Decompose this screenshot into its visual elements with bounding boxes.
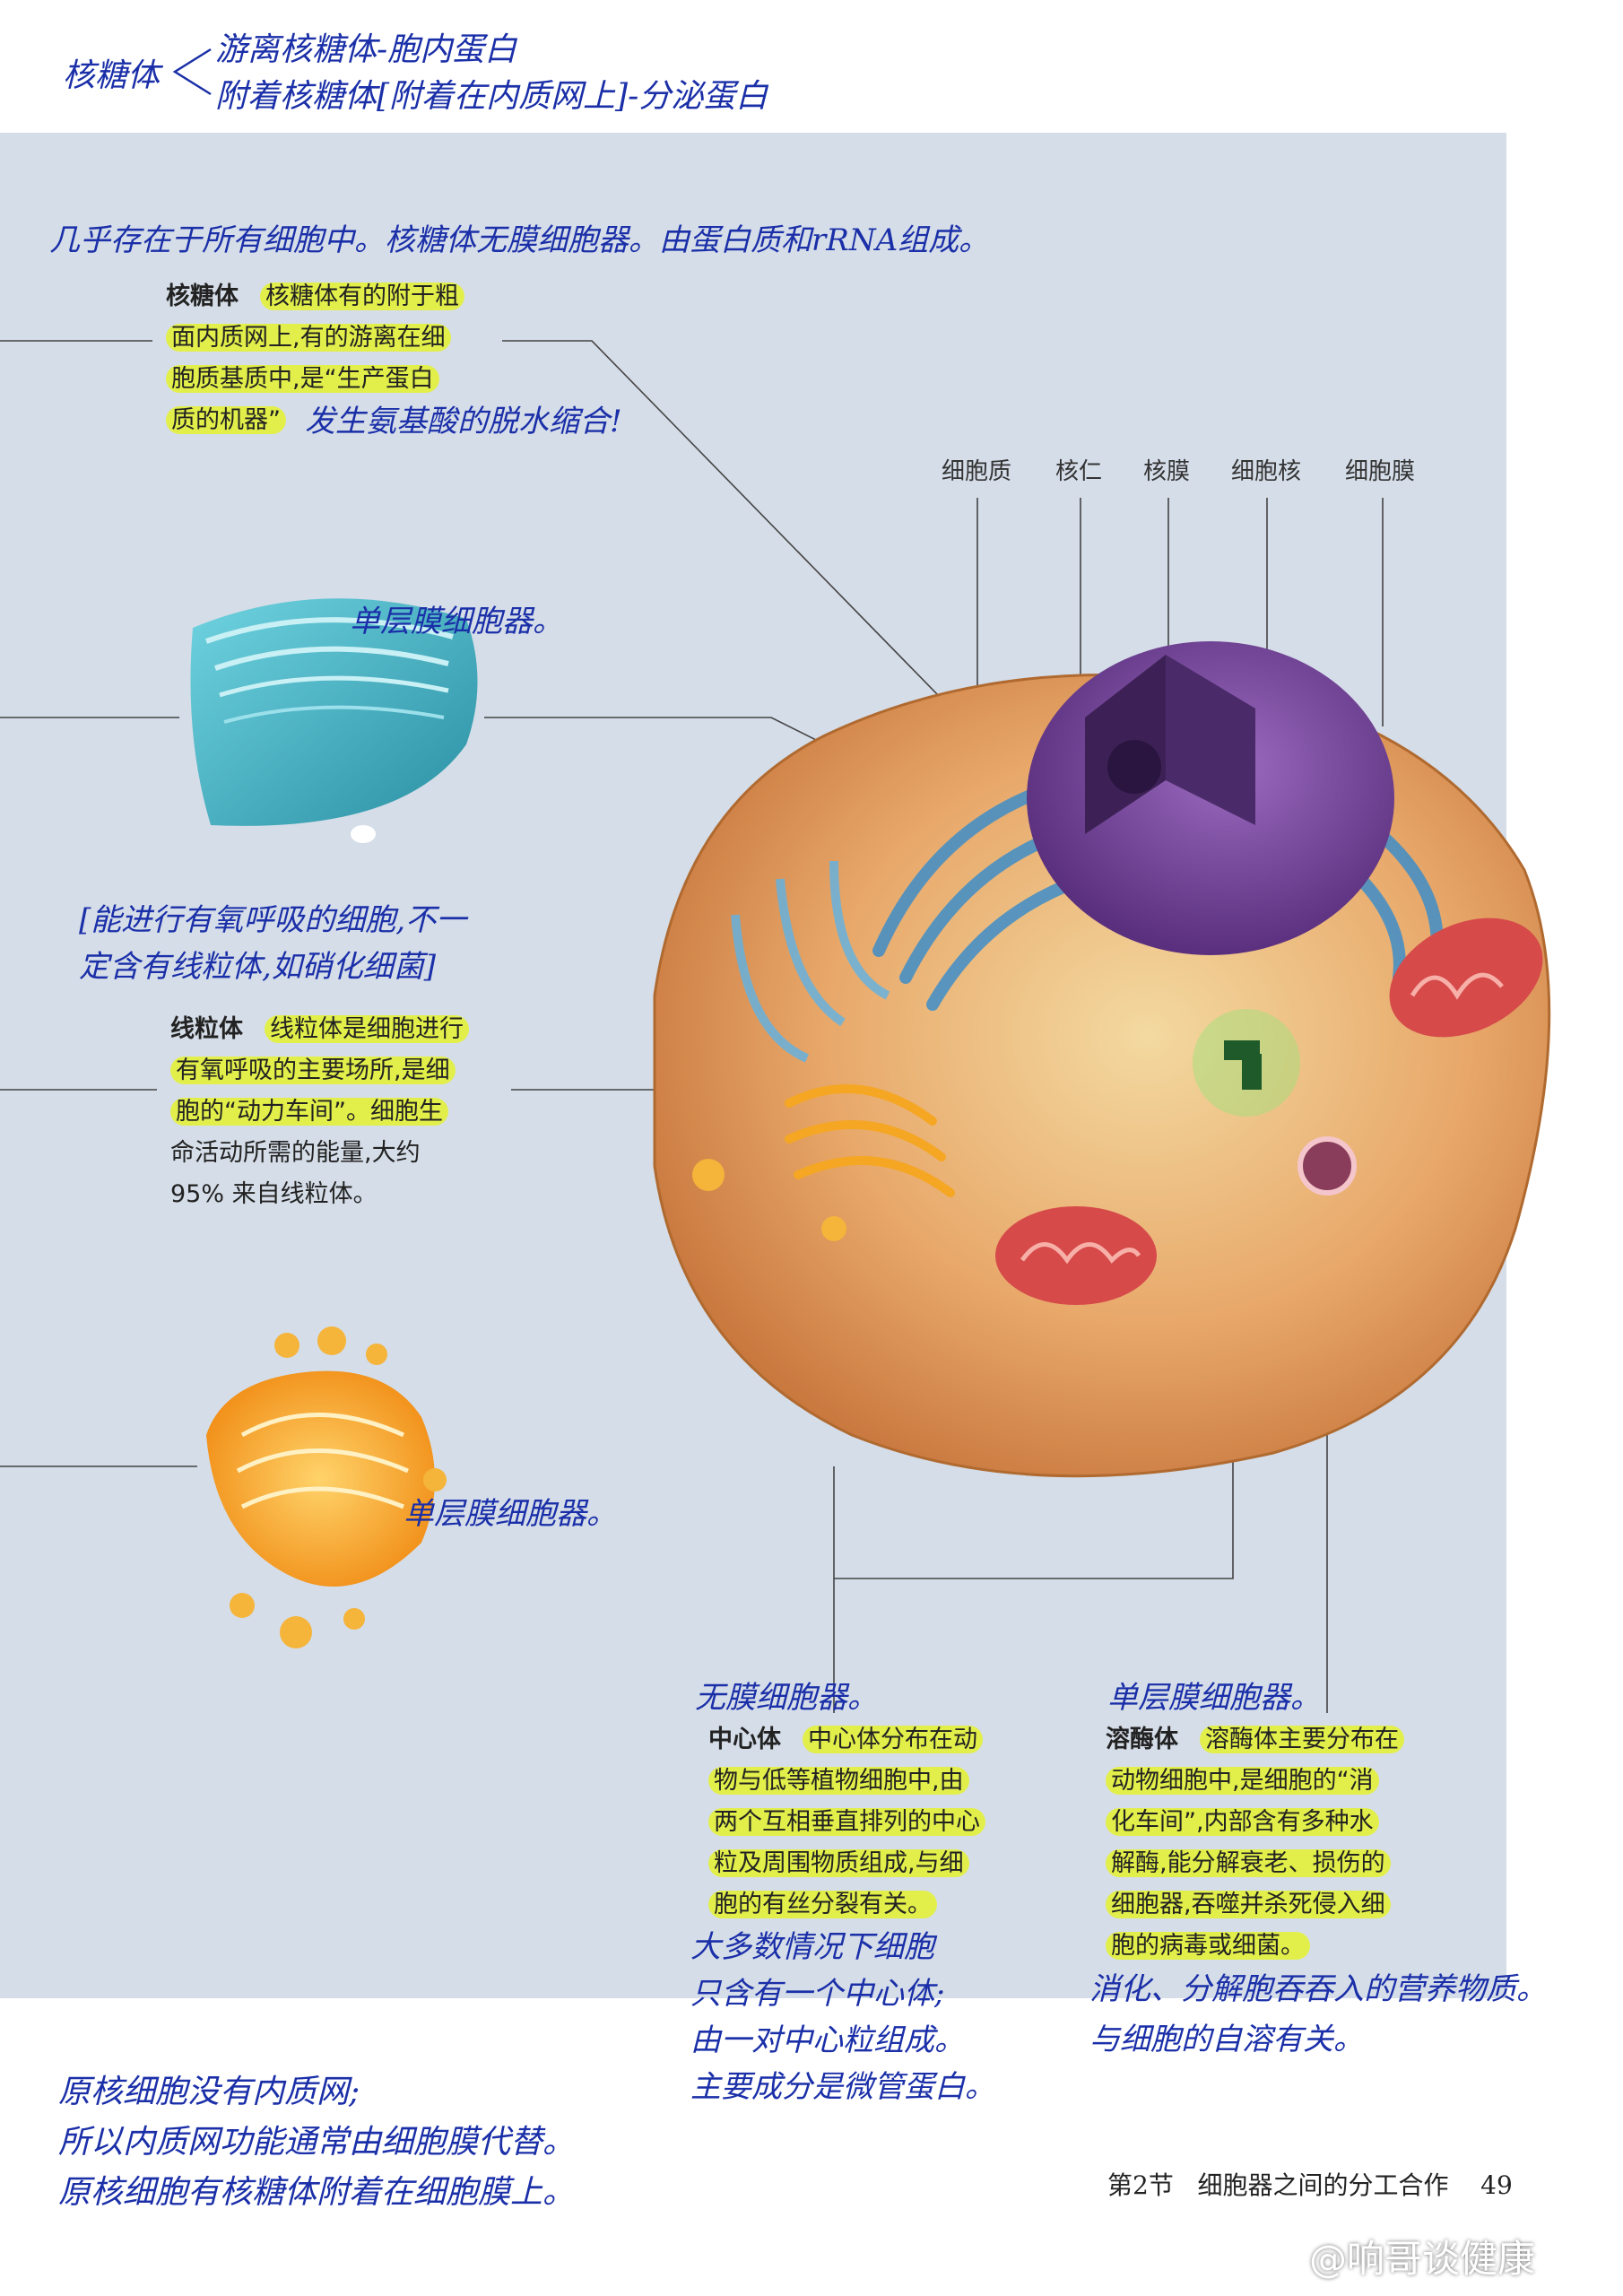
mito-bracket-note: [能进行有氧呼吸的细胞,不一 定含有线粒体,如硝化细菌]: [79, 897, 466, 990]
lysosome-line-1: 溶酶体主要分布在: [1200, 1726, 1404, 1753]
mito-line-1: 线粒体是细胞进行: [265, 1015, 469, 1043]
footer-title: 细胞器之间的分工合作: [1197, 2170, 1449, 2200]
centrosome-line-5: 胞的有丝分裂有关。: [708, 1891, 937, 1918]
er-membrane-note: 单层膜细胞器。: [350, 604, 563, 639]
lysosome-extra-2: 与细胞的自溶有关。: [1089, 2022, 1364, 2057]
lysosome-term: 溶酶体: [1106, 1726, 1178, 1753]
mito-line-3: 胞的“动力车间”。细胞生: [170, 1098, 448, 1126]
label-nuclear-envelope: 核膜: [1143, 458, 1191, 485]
er-illustration: [190, 598, 478, 843]
ribosome-term: 核糖体: [166, 283, 239, 310]
top-note-lines: 游离核糖体-胞内蛋白 附着核糖体[附着在内质网上]-分泌蛋白: [215, 27, 768, 120]
lysosome-line-5: 细胞器,吞噬并杀死侵入细: [1106, 1891, 1391, 1918]
mito-line-5: 95% 来自线粒体。: [170, 1180, 378, 1208]
page-number: 49: [1480, 2170, 1513, 2200]
top-note-line-1: 游离核糖体-胞内蛋白: [215, 31, 517, 68]
centrosome-extra-note: 大多数情况下细胞 只含有一个中心体; 由一对中心粒组成。 主要成分是微管蛋白。: [690, 1924, 995, 2110]
label-nucleus: 细胞核: [1231, 458, 1302, 485]
ribosome-line-3: 胞质基质中,是“生产蛋白: [166, 365, 439, 393]
lysosome-membrane-note: 单层膜细胞器。: [1107, 1680, 1321, 1716]
prokaryote-line-3: 原核细胞有核糖体附着在细胞膜上。: [58, 2174, 576, 2211]
animal-cell: [653, 641, 1551, 1478]
centrosome-membrane-note: 无膜细胞器。: [695, 1680, 878, 1716]
centrosome-extra-3: 由一对中心粒组成。: [690, 2022, 965, 2058]
ribosome-description: 核糖体核糖体有的附于粗 面内质网上,有的游离在细 胞质基质中,是“生产蛋白 质的…: [166, 276, 464, 441]
centrosome-extra-1: 大多数情况下细胞: [690, 1929, 934, 1965]
ribosome-line-2: 面内质网上,有的游离在细: [166, 324, 451, 352]
centrosome-line-2: 物与低等植物细胞中,由: [708, 1767, 969, 1795]
ribosome-line-4: 质的机器”: [166, 406, 286, 434]
lysosome-line-2: 动物细胞中,是细胞的“消: [1106, 1767, 1379, 1795]
top-note-label: 核糖体: [63, 57, 161, 94]
lysosome-line-3: 化车间”,内部含有多种水: [1106, 1808, 1379, 1836]
lysosome-extra-note: 消化、分解胞吞吞入的营养物质。 与细胞的自溶有关。: [1089, 1964, 1547, 2065]
lysosome-line-6: 胞的病毒或细菌。: [1106, 1932, 1310, 1960]
label-cytoplasm: 细胞质: [942, 458, 1012, 485]
mitochondrion-term: 线粒体: [170, 1015, 243, 1043]
centrosome-illustration: [1193, 1009, 1300, 1117]
mito-line-4: 命活动所需的能量,大约: [170, 1139, 421, 1167]
top-note-line-2: 附着核糖体[附着在内质网上]-分泌蛋白: [215, 78, 768, 115]
footer-section: 第2节: [1107, 2170, 1174, 2200]
label-nucleolus: 核仁: [1055, 458, 1103, 485]
golgi-illustration: [206, 1326, 447, 1648]
mitochondrion-description: 线粒体线粒体是细胞进行 有氧呼吸的主要场所,是细 胞的“动力车间”。细胞生 命活…: [170, 1009, 469, 1215]
centrosome-line-4: 粒及周围物质组成,与细: [708, 1849, 969, 1877]
ribosome-intro-note: 几乎存在于所有细胞中。核糖体无膜细胞器。由蛋白质和rRNA组成。: [49, 222, 990, 258]
lysosome-extra-1: 消化、分解胞吞吞入的营养物质。: [1089, 1971, 1547, 2007]
centrosome-description: 中心体中心体分布在动 物与低等植物细胞中,由 两个互相垂直排列的中心 粒及周围物…: [708, 1719, 985, 1926]
watermark: @响哥谈健康: [1309, 2237, 1536, 2281]
mito-note-line-2: 定含有线粒体,如硝化细菌]: [79, 949, 437, 985]
lysosome-line-4: 解酶,能分解衰老、损伤的: [1106, 1849, 1391, 1877]
centrosome-term: 中心体: [708, 1726, 781, 1753]
prokaryote-note: 原核细胞没有内质网; 所以内质网功能通常由细胞膜代替。 原核细胞有核糖体附着在细…: [58, 2067, 575, 2218]
centrosome-extra-4: 主要成分是微管蛋白。: [690, 2069, 995, 2105]
ribosome-extra-note: 发生氨基酸的脱水缩合!: [305, 404, 622, 439]
label-cell-membrane: 细胞膜: [1345, 458, 1416, 485]
mitochondria: [995, 918, 1543, 1305]
golgi-membrane-note: 单层膜细胞器。: [404, 1496, 617, 1532]
lysosome-description: 溶酶体溶酶体主要分布在 动物细胞中,是细胞的“消 化车间”,内部含有多种水 解酶…: [1106, 1719, 1404, 1967]
centrosome-line-3: 两个互相垂直排列的中心: [708, 1808, 985, 1836]
mito-note-line-1: [能进行有氧呼吸的细胞,不一: [79, 902, 467, 938]
centrosome-extra-2: 只含有一个中心体;: [690, 1976, 945, 2012]
page-footer: 第2节 细胞器之间的分工合作 49: [1107, 2166, 1513, 2202]
prokaryote-line-1: 原核细胞没有内质网;: [58, 2074, 360, 2110]
mito-line-2: 有氧呼吸的主要场所,是细: [170, 1057, 456, 1084]
ribosome-line-1: 核糖体有的附于粗: [260, 283, 464, 310]
centrosome-line-1: 中心体分布在动: [803, 1726, 983, 1753]
prokaryote-line-2: 所以内质网功能通常由细胞膜代替。: [58, 2124, 576, 2161]
